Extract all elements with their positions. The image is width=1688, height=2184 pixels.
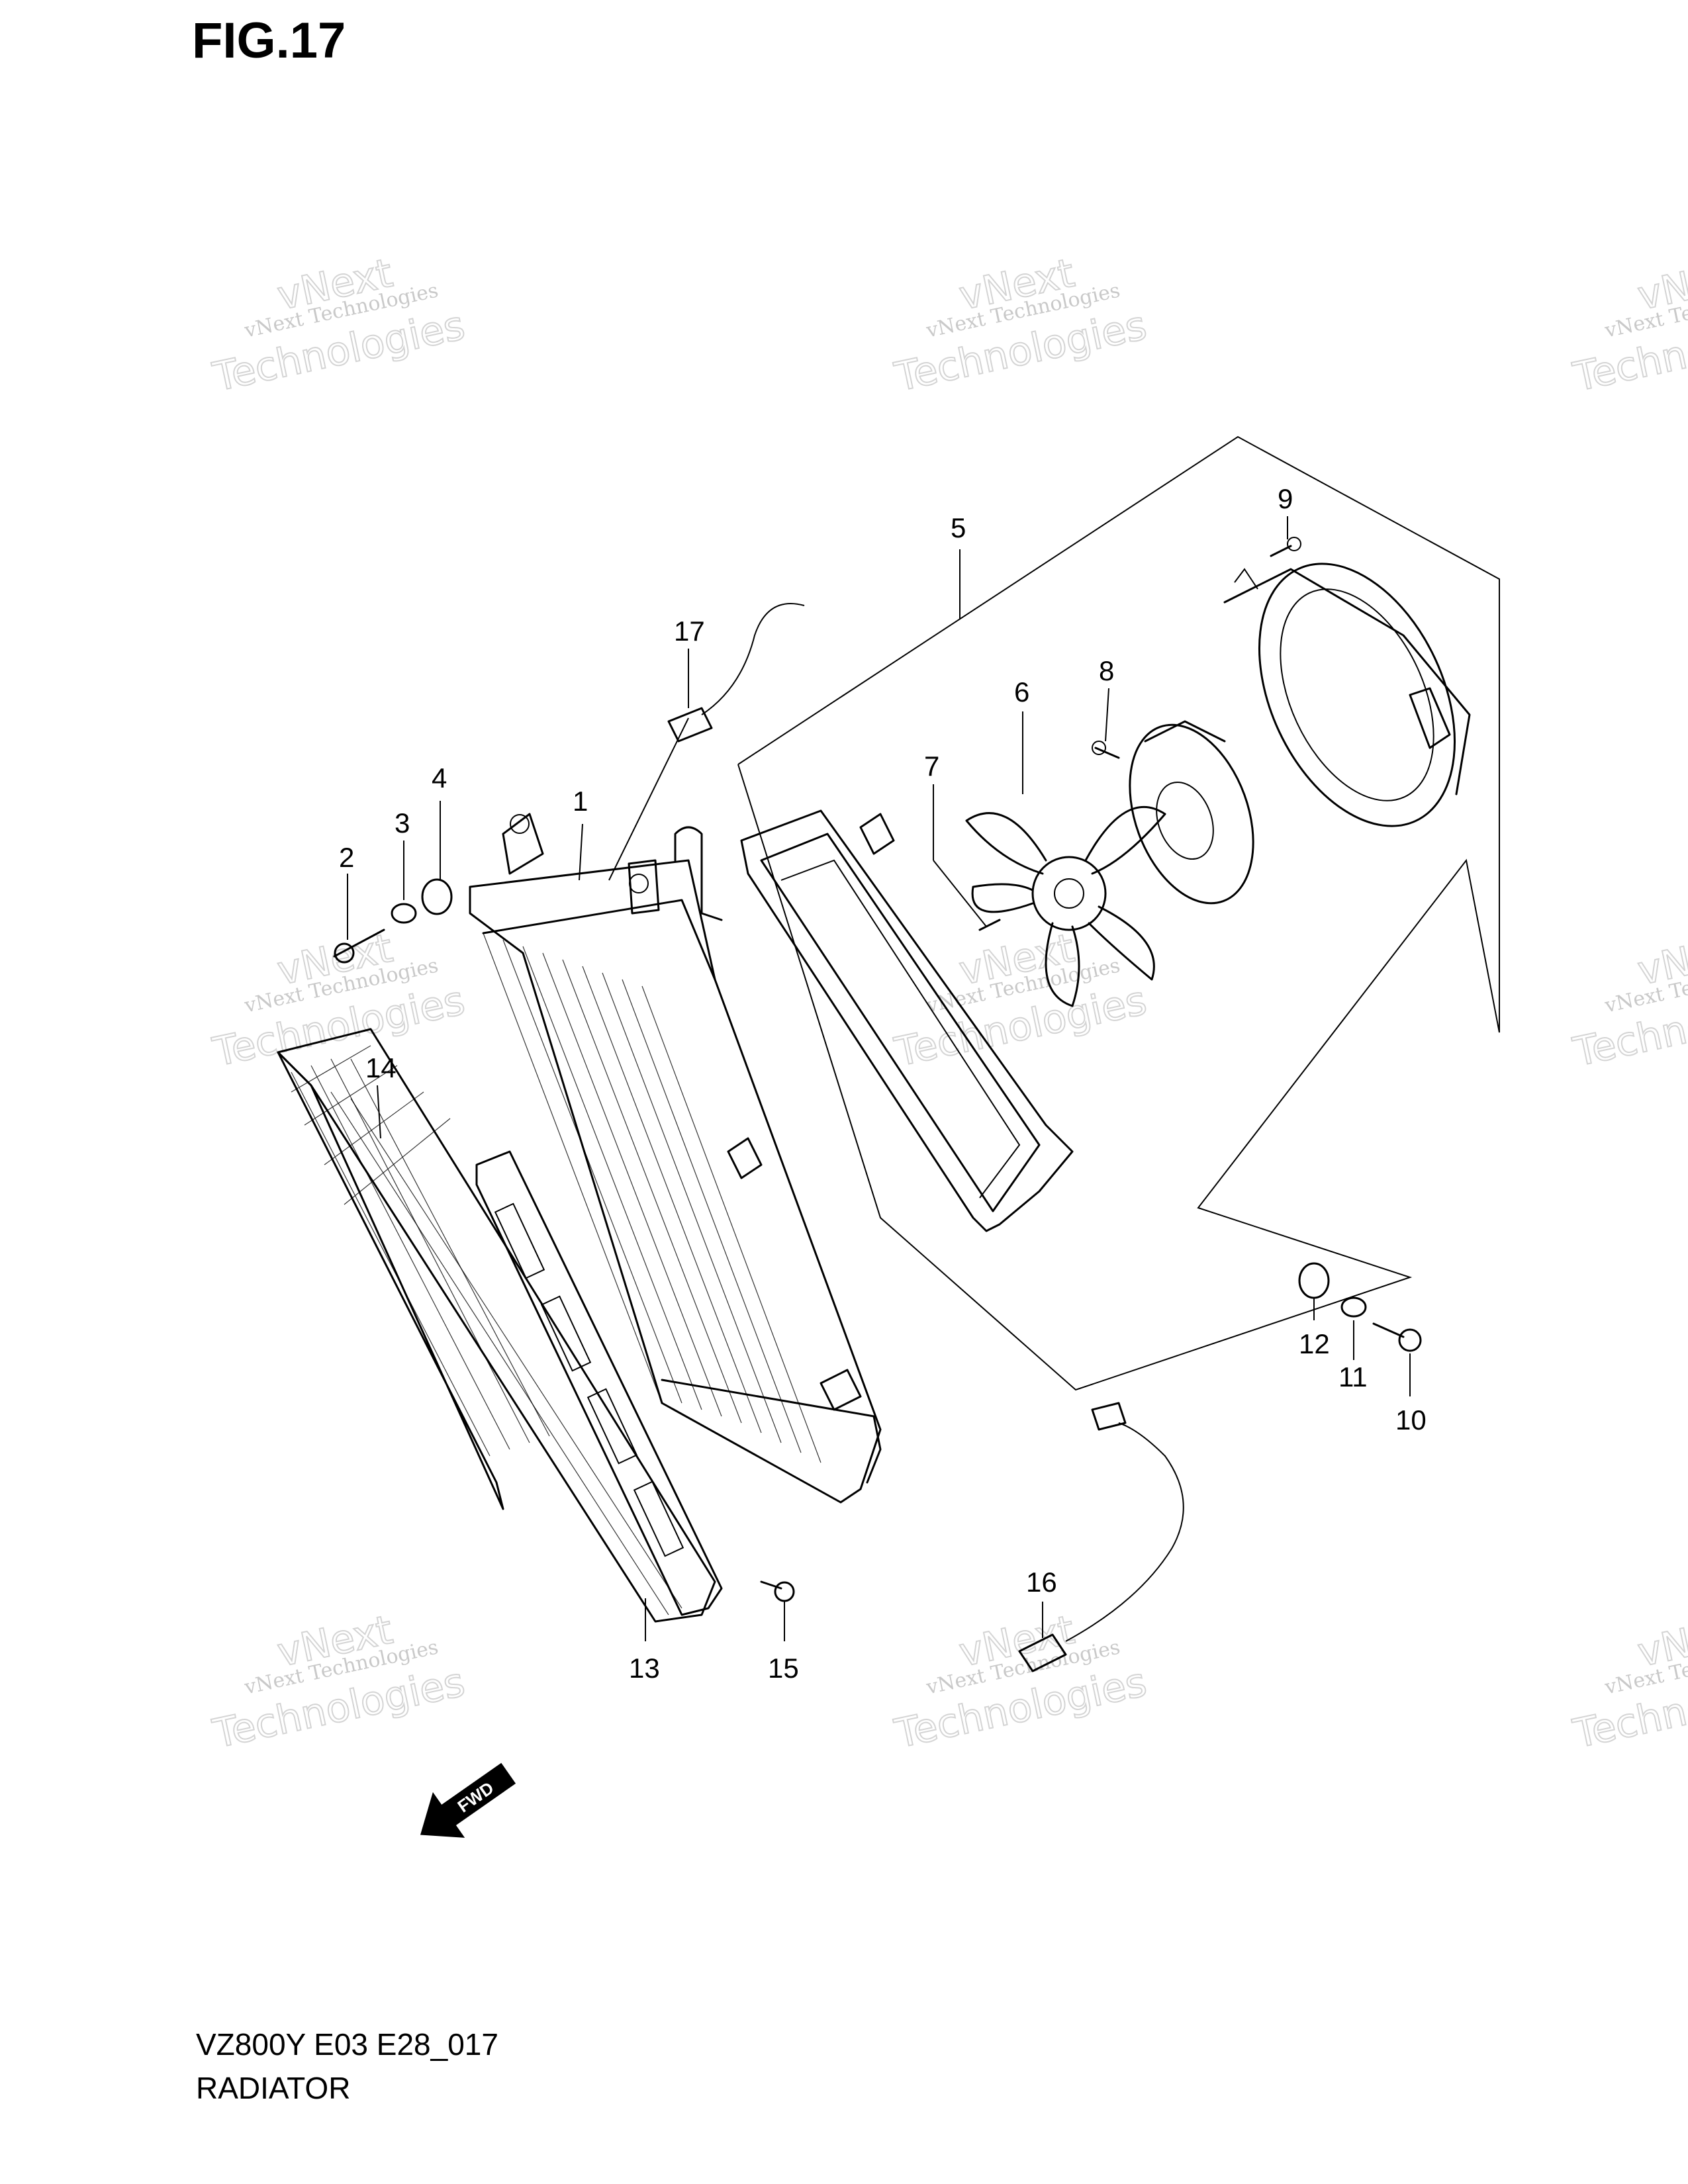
callout-5: 5 bbox=[951, 512, 966, 543]
callouts: 1 2 3 4 5 6 7 8 9 10 11 12 13 14 15 16 1… bbox=[339, 483, 1427, 1684]
radiator-guard bbox=[277, 1028, 723, 1623]
callout-16: 16 bbox=[1026, 1567, 1057, 1598]
thermo-switch-16 bbox=[1018, 1402, 1184, 1672]
footer-model-code: VZ800Y E03 E28_017 bbox=[196, 2027, 498, 2062]
callout-11: 11 bbox=[1338, 1361, 1368, 1392]
callout-10: 10 bbox=[1395, 1404, 1427, 1435]
callout-8: 8 bbox=[1099, 655, 1114, 686]
fan-blade bbox=[965, 805, 1166, 1007]
leader-lines bbox=[347, 516, 1411, 1641]
callout-13: 13 bbox=[629, 1653, 660, 1684]
fan-assembly-boundary bbox=[737, 435, 1500, 1391]
callout-4: 4 bbox=[432, 762, 447, 794]
watermark-group: vNext vNext Technologies Technologies vN… bbox=[209, 250, 1688, 1758]
callout-1: 1 bbox=[573, 786, 588, 817]
thermo-switch-17 bbox=[667, 603, 805, 743]
fwd-arrow: FWD bbox=[420, 1762, 516, 1838]
callout-2: 2 bbox=[339, 842, 354, 873]
fan-motor bbox=[1092, 720, 1254, 905]
callout-15: 15 bbox=[768, 1653, 799, 1684]
callout-9: 9 bbox=[1278, 483, 1293, 514]
figure-title: FIG.17 bbox=[192, 13, 346, 69]
radiator-core bbox=[469, 813, 882, 1504]
fwd-arrow-icon bbox=[420, 1762, 516, 1838]
callout-6: 6 bbox=[1014, 676, 1029, 707]
callout-12: 12 bbox=[1299, 1328, 1330, 1359]
callout-14: 14 bbox=[365, 1052, 397, 1083]
callout-17: 17 bbox=[674, 615, 705, 647]
fan-rear-cover bbox=[1223, 563, 1471, 827]
callout-7: 7 bbox=[924, 751, 939, 782]
footer-section-name: RADIATOR bbox=[196, 2071, 351, 2105]
callout-3: 3 bbox=[395, 807, 410, 839]
fan-shroud bbox=[740, 809, 1074, 1232]
fasteners bbox=[333, 537, 1422, 1602]
